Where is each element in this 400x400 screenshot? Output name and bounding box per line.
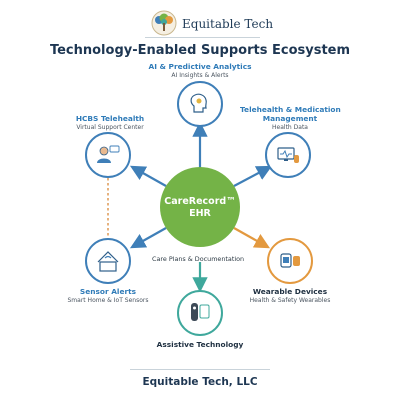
arrow-to-telehealth-med xyxy=(233,165,273,187)
node-hcbs xyxy=(85,132,131,178)
telehealth-med-heading-line1: Telehealth & Medication xyxy=(240,105,341,114)
arrow-to-wearables xyxy=(233,227,271,249)
brand-name: Equitable Tech xyxy=(182,17,274,31)
wearables-subtitle: Health & Safety Wearables xyxy=(249,297,331,304)
hcbs-heading: HCBS Telehealth xyxy=(75,114,145,123)
smart-home-icon xyxy=(97,251,119,272)
footer-divider xyxy=(130,369,270,370)
tree-logo xyxy=(151,10,177,36)
assistive-heading: Assistive Technology xyxy=(156,340,244,349)
node-ai xyxy=(177,81,223,127)
node-assistive xyxy=(177,290,223,336)
hcbs-subtitle: Virtual Support Center xyxy=(76,124,144,131)
sensor-heading: Sensor Alerts xyxy=(79,287,137,296)
arrow-to-sensor xyxy=(129,227,167,249)
node-sensor xyxy=(85,238,131,284)
assistive-device-icon xyxy=(191,303,210,321)
hub-label-line2: EHR xyxy=(189,207,211,219)
arrow-to-hcbs xyxy=(129,165,167,187)
smartwatch-icon xyxy=(280,253,300,268)
hub-label: CareRecord™ EHR xyxy=(160,196,240,219)
monitor-pill-icon xyxy=(277,147,299,163)
telehealth-med-subtitle: Health Data xyxy=(272,124,308,131)
hub-caption: Care Plans & Documentation xyxy=(152,255,245,263)
sensor-subtitle: Smart Home & IoT Sensors xyxy=(67,297,149,304)
header-divider xyxy=(145,37,260,38)
carerecord-ehr-hub xyxy=(160,167,240,247)
node-telehealth-med xyxy=(265,132,311,178)
node-wearables xyxy=(267,238,313,284)
person-chat-icon xyxy=(97,145,120,163)
hub-label-line1: CareRecord™ xyxy=(164,196,236,207)
telehealth-med-heading-line2: Management xyxy=(262,114,318,123)
lightbulb-head-icon xyxy=(190,93,207,113)
page-title: Technology-Enabled Supports Ecosystem xyxy=(49,43,351,58)
footer-company: Equitable Tech, LLC xyxy=(142,376,258,388)
ai-heading: AI & Predictive Analytics xyxy=(148,62,252,71)
wearables-heading: Wearable Devices xyxy=(252,287,328,296)
ai-subtitle: AI Insights & Alerts xyxy=(171,72,229,79)
